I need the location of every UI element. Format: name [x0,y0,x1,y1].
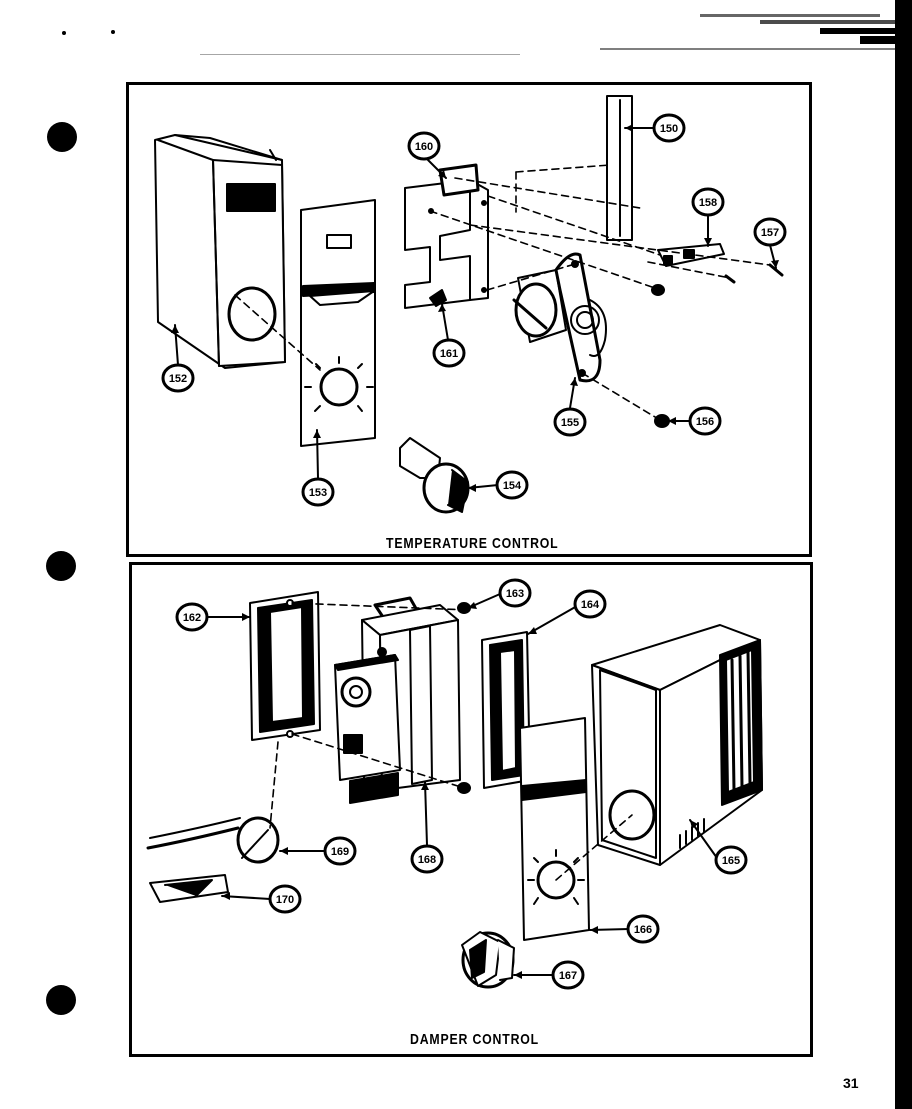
callout-158: 158 [691,187,725,217]
svg-text:158: 158 [699,197,717,209]
clip-161 [429,289,447,307]
housing-152 [154,134,286,369]
svg-text:165: 165 [722,855,740,867]
thermostat-155 [512,252,607,383]
callout-161: 161 [432,338,466,368]
temperature-control-title: TEMPERATURE CONTROL [386,535,559,552]
callout-162: 162 [175,602,209,632]
callout-165: 165 [714,845,748,875]
callouts-damper-control: 162 163 164 168 169 170 165 166 167 [175,578,748,990]
svg-text:153: 153 [309,487,327,499]
callout-160: 160 [407,131,441,161]
damper-control-panel [129,562,813,1057]
page-number: 31 [843,1075,859,1091]
mounting-strip-150 [606,95,633,241]
knob-154 [399,437,470,514]
callout-154: 154 [495,470,529,500]
screw-157 [768,263,784,277]
temperature-control-panel [126,82,812,557]
svg-text:156: 156 [696,416,714,428]
callout-152: 152 [161,363,195,393]
svg-text:162: 162 [183,612,201,624]
gasket-164 [481,631,531,789]
callout-164: 164 [573,589,607,619]
svg-text:167: 167 [559,970,577,982]
damper-housing-165 [591,624,763,866]
punch-hole-bottom [46,985,76,1015]
svg-text:154: 154 [503,480,522,492]
cable-169 [146,816,280,864]
callout-167: 167 [551,960,585,990]
svg-text:152: 152 [169,373,187,385]
screw-156 [654,414,670,428]
faceplate-166 [519,717,590,941]
callouts-temperature-control: 150 160 158 157 152 161 155 156 153 154 [161,113,787,507]
svg-text:157: 157 [761,227,779,239]
svg-text:169: 169 [331,846,349,858]
screw [651,284,665,296]
punch-hole-top [47,122,77,152]
callout-153: 153 [301,477,335,507]
callout-157: 157 [753,217,787,247]
svg-text:155: 155 [561,417,579,429]
punch-hole-middle [46,551,76,581]
callout-170: 170 [268,884,302,914]
svg-text:168: 168 [418,854,436,866]
svg-text:160: 160 [415,141,433,153]
callout-163: 163 [498,578,532,608]
callout-150: 150 [652,113,686,143]
screw [724,274,736,284]
svg-text:164: 164 [581,599,600,611]
svg-text:166: 166 [634,924,652,936]
knob-167 [461,931,515,989]
callout-166: 166 [626,914,660,944]
callout-155: 155 [553,407,587,437]
bracket-160 [404,163,489,309]
faceplate-153 [300,199,376,447]
clip-170 [149,874,229,903]
callout-169: 169 [323,836,357,866]
damper-control-title: DAMPER CONTROL [410,1031,540,1048]
svg-text:170: 170 [276,894,294,906]
svg-text:161: 161 [440,348,458,360]
callout-168: 168 [410,844,444,874]
svg-text:150: 150 [660,123,678,135]
svg-text:163: 163 [506,588,524,600]
scan-speckle [62,0,912,1109]
gasket-162 [249,591,321,741]
switch-assembly-168 [334,596,461,804]
callout-156: 156 [688,406,722,436]
